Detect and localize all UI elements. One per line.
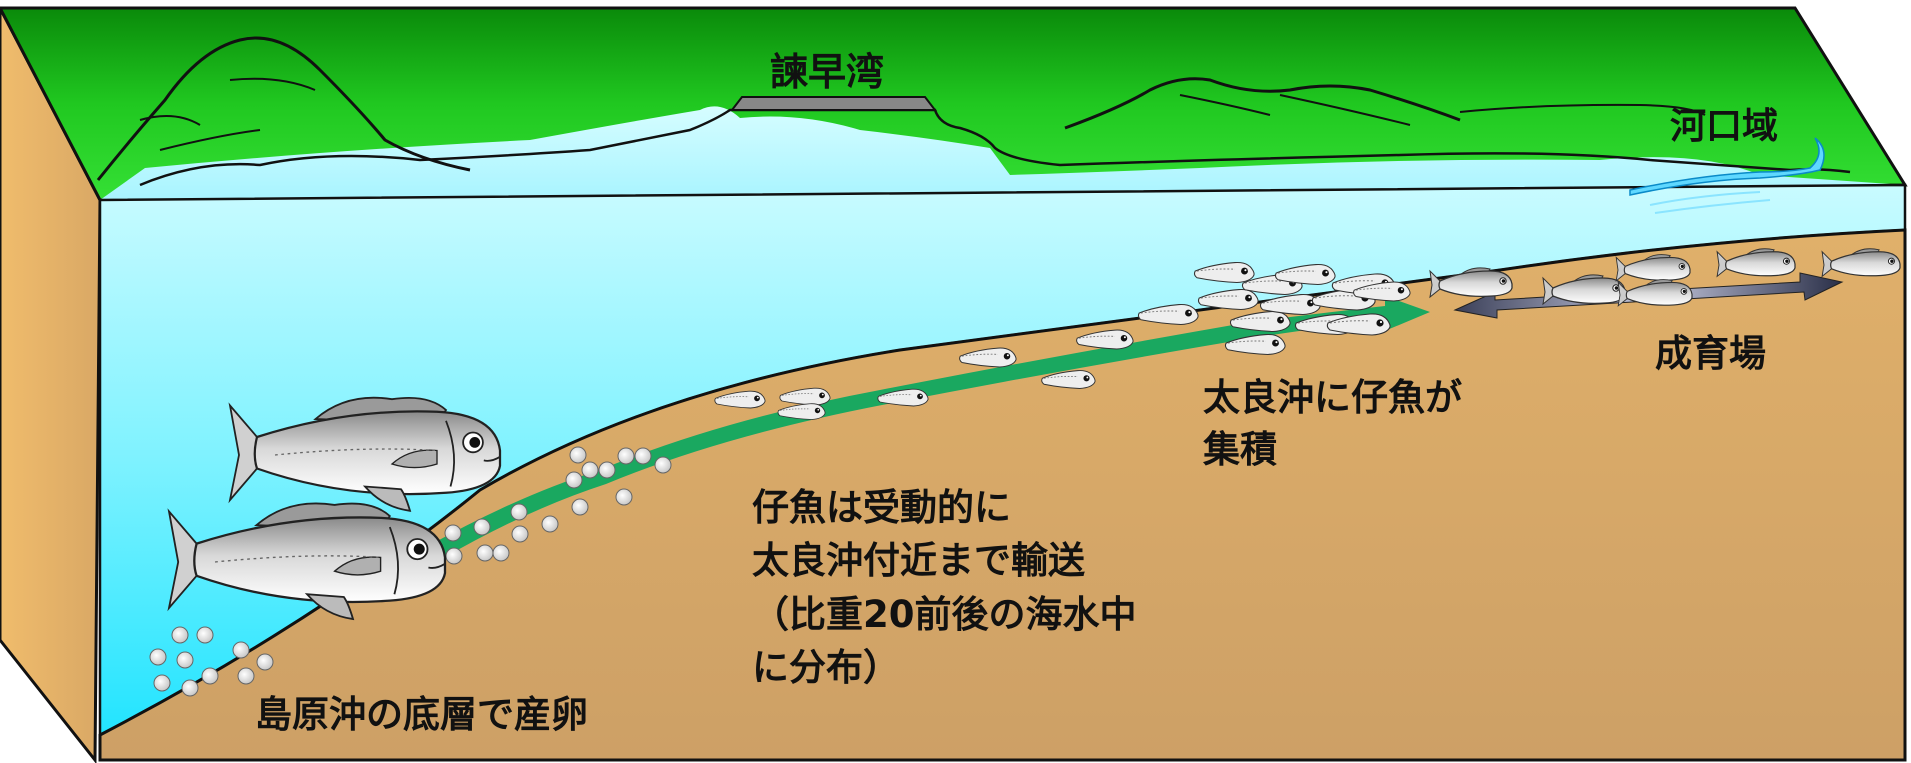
label-nursery-ground: 成育場	[1655, 332, 1766, 375]
estuary-ripples	[1649, 191, 1771, 214]
mountain-ridge-right	[1064, 77, 1461, 130]
label-transport-line2: 太良沖付近まで輸送	[752, 539, 1085, 582]
mountain-ridge-left	[96, 36, 471, 181]
mountain-ridge-lines	[139, 77, 316, 151]
hill-line	[1459, 103, 1706, 116]
label-larvae-accumulate-line1: 太良沖に仔魚が	[1203, 376, 1462, 419]
label-estuary: 河口域	[1670, 106, 1778, 147]
egg-drift	[444, 446, 672, 565]
label-transport-line4: に分布）	[752, 646, 900, 689]
label-transport-line1: 仔魚は受動的に	[752, 486, 1011, 529]
coastline	[139, 108, 1851, 187]
river-mouth	[1629, 137, 1825, 196]
sea-surface	[100, 106, 1905, 200]
label-spawning: 島原沖の底層で産卵	[255, 693, 588, 736]
egg-cluster-bottom	[149, 626, 274, 697]
label-isahaya-bay: 諫早湾	[770, 50, 884, 94]
label-larvae-accumulate-line2: 集積	[1202, 428, 1277, 471]
mountain-ridge-lines-right	[1179, 94, 1411, 126]
bay-dike	[729, 96, 938, 111]
label-transport-line3: （比重20前後の海水中	[752, 593, 1137, 636]
